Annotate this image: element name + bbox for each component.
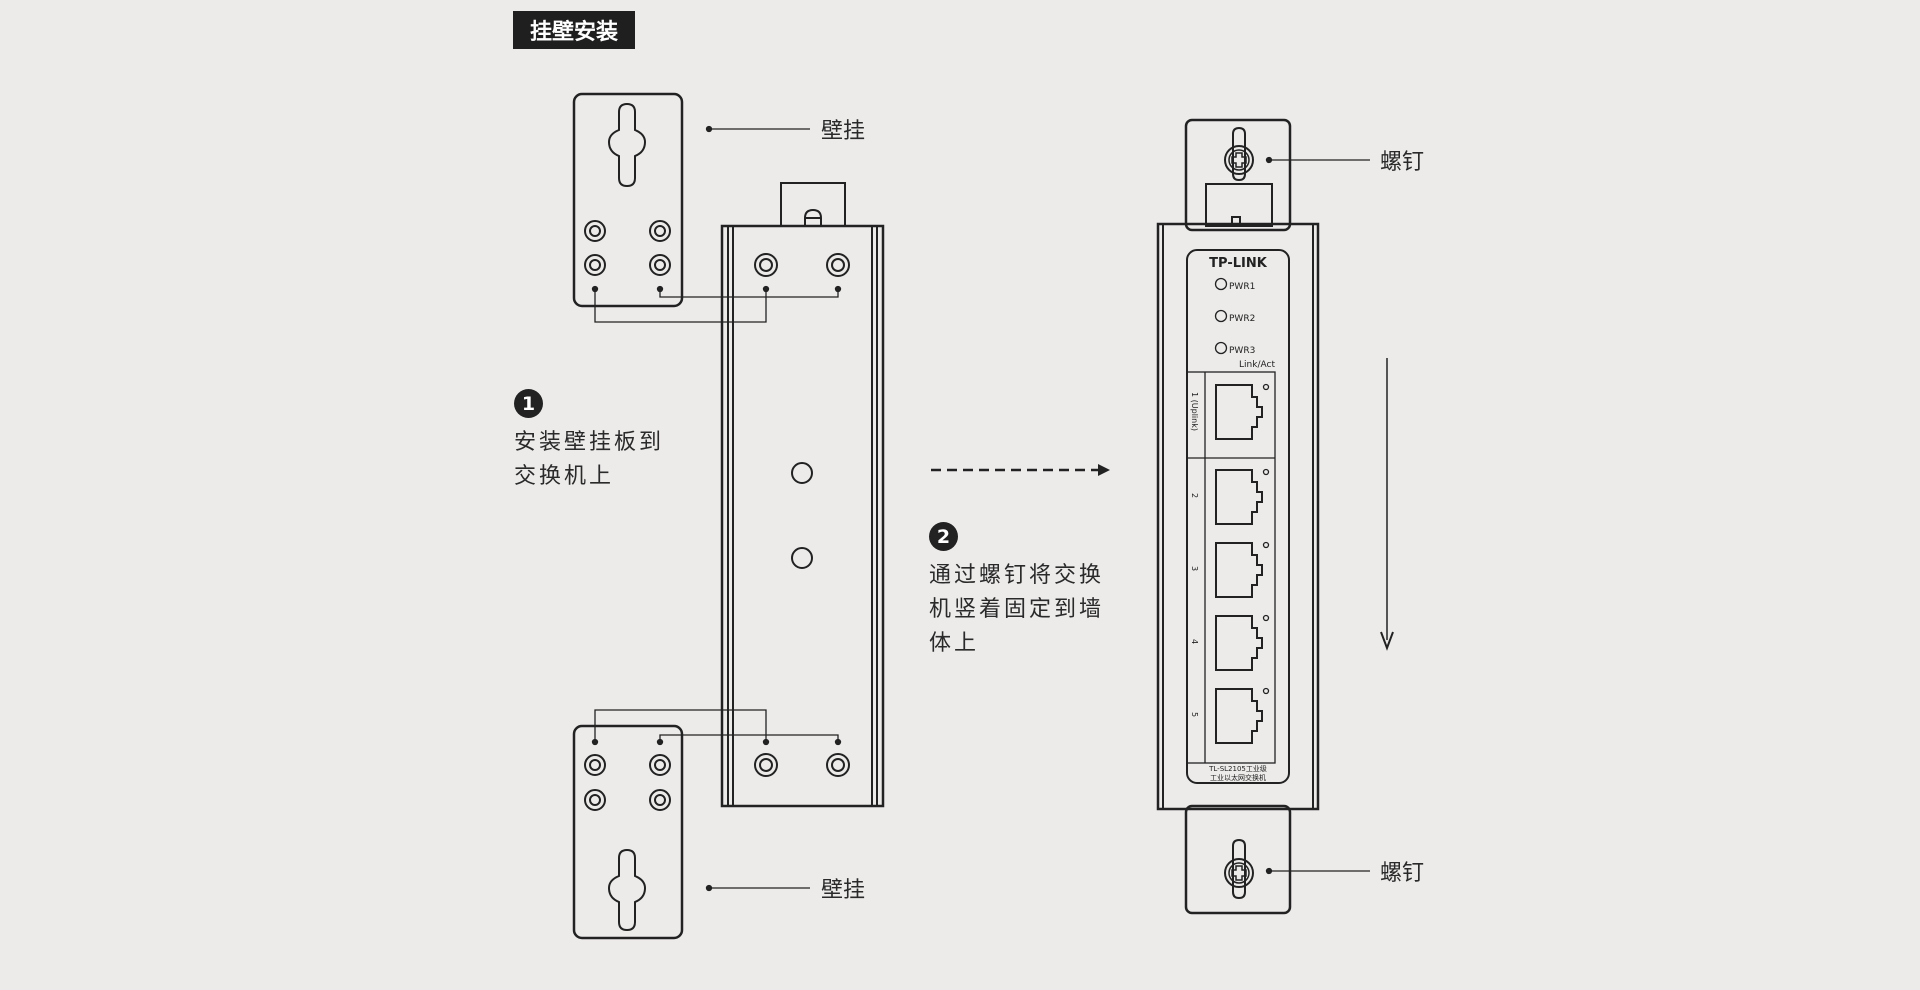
port-label-2: 2 xyxy=(1190,493,1199,498)
dashed-arrow xyxy=(931,464,1110,476)
section-title: 挂壁安装 xyxy=(513,11,635,49)
rail-screw-holes-bottom xyxy=(754,753,850,777)
port-label-1: 1 (Uplink) xyxy=(1190,392,1199,431)
led-pwr2-indicator xyxy=(1214,309,1228,323)
screw-icon xyxy=(1224,145,1254,175)
callout-line-wall-mount-top xyxy=(705,125,810,133)
screw-icon xyxy=(1224,858,1254,888)
step-2-line-1: 通过螺钉将交换 xyxy=(929,563,1105,588)
port-label-5: 5 xyxy=(1190,712,1199,717)
down-arrow xyxy=(1380,358,1394,651)
alignment-lines-bottom xyxy=(591,709,842,746)
led-pwr3-indicator xyxy=(1214,341,1228,355)
rail-hole xyxy=(791,462,813,484)
label-wall-mount-bottom: 壁挂 xyxy=(821,878,866,903)
step-1-line-2: 交换机上 xyxy=(514,464,615,489)
switch-side-view xyxy=(720,182,885,808)
rail-hole xyxy=(791,547,813,569)
model-line-2: 工业以太网交换机 xyxy=(1210,773,1266,782)
led-pwr1-indicator xyxy=(1214,277,1228,291)
step-2-line-3: 体上 xyxy=(929,631,980,656)
label-wall-mount-top: 壁挂 xyxy=(821,119,866,144)
callout-line-wall-mount-bottom xyxy=(705,884,810,892)
model-line-1: TL-SL2105工业级 xyxy=(1208,764,1267,773)
switch-front-view xyxy=(1156,118,1320,915)
led-label-pwr3: PWR3 xyxy=(1229,346,1255,356)
port-label-3: 3 xyxy=(1190,566,1199,571)
callout-line-screw-bottom xyxy=(1265,867,1370,875)
label-screw-bottom: 螺钉 xyxy=(1380,861,1425,886)
callout-line-screw-top xyxy=(1265,156,1370,164)
link-act-label: Link/Act xyxy=(1239,360,1275,370)
step-1-number: 1 xyxy=(514,389,543,418)
step-2-number: 2 xyxy=(929,522,958,551)
rj45-ports xyxy=(1215,383,1270,744)
step-1-text: 安装壁挂板到 交换机上 xyxy=(514,426,664,494)
step-2-text: 通过螺钉将交换 机竖着固定到墙 体上 xyxy=(929,559,1104,661)
led-label-pwr2: PWR2 xyxy=(1229,314,1255,324)
device-brand-logo: TP-LINK xyxy=(1209,256,1268,271)
wall-mount-plate-top xyxy=(572,92,684,308)
rail-screw-holes-top xyxy=(754,253,850,277)
step-1-line-1: 安装壁挂板到 xyxy=(514,430,665,455)
label-screw-top: 螺钉 xyxy=(1380,150,1425,175)
port-label-4: 4 xyxy=(1190,639,1199,644)
step-2-line-2: 机竖着固定到墙 xyxy=(929,597,1105,622)
wall-mount-plate-bottom xyxy=(572,724,684,940)
alignment-lines-top xyxy=(591,285,842,323)
led-label-pwr1: PWR1 xyxy=(1229,282,1255,292)
